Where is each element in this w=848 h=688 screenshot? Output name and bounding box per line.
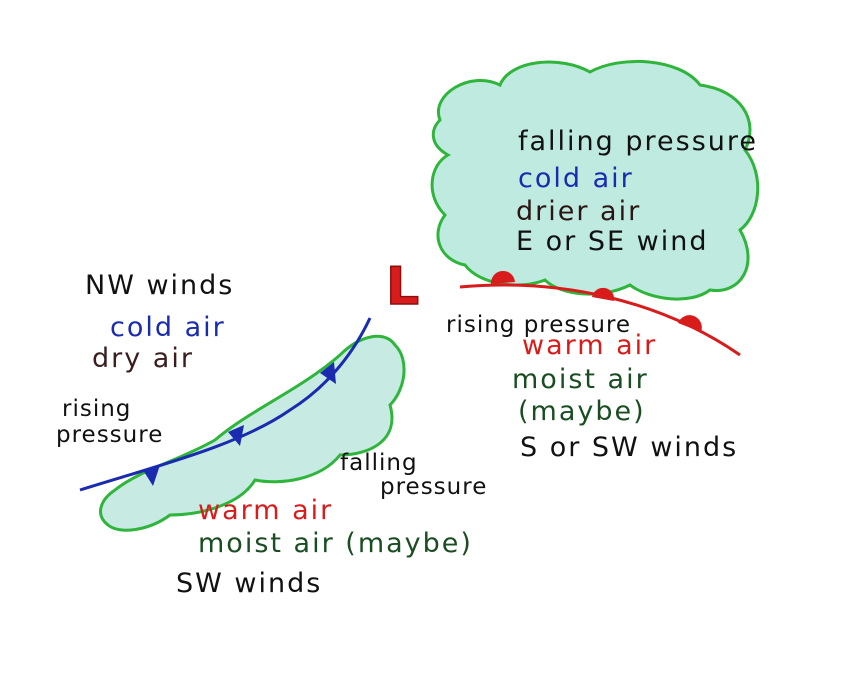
label-dry-air: dry air bbox=[92, 343, 194, 374]
cold-front-triangle-2 bbox=[228, 425, 244, 446]
label-ne-wind: E or SE wind bbox=[516, 226, 709, 257]
label-se-maybe: (maybe) bbox=[518, 396, 646, 427]
label-sw-warm-air: warm air bbox=[198, 495, 334, 526]
label-ne-drier-air: drier air bbox=[516, 196, 642, 227]
northeast-cloud bbox=[430, 59, 760, 301]
label-nw-winds: NW winds bbox=[85, 270, 235, 301]
label-ne-falling-pressure: falling pressure bbox=[518, 126, 759, 157]
label-sw-moist-air: moist air (maybe) bbox=[198, 528, 473, 559]
warm-front-semicircle-2 bbox=[592, 287, 615, 301]
label-sw-falling-2: pressure bbox=[380, 474, 488, 500]
label-ne-cold-air: cold air bbox=[518, 163, 634, 194]
label-sw-falling-1: falling bbox=[340, 450, 418, 476]
label-se-rising-pressure: rising pressure bbox=[446, 312, 632, 338]
warm-sector-cloud bbox=[99, 334, 406, 532]
warm-front-semicircle-3 bbox=[678, 315, 702, 332]
cold-front-triangle-3 bbox=[320, 362, 336, 384]
label-se-moist-air: moist air bbox=[512, 364, 649, 395]
label-west-rising-1: rising bbox=[62, 396, 132, 422]
label-west-cold-air: cold air bbox=[110, 312, 226, 343]
label-sw-winds: SW winds bbox=[176, 568, 323, 599]
label-west-rising-2: pressure bbox=[56, 422, 164, 448]
cold-front-triangle-1 bbox=[143, 465, 160, 486]
warm-front-semicircle-1 bbox=[490, 270, 515, 284]
label-se-warm-air: warm air bbox=[522, 330, 658, 361]
label-se-wind: S or SW winds bbox=[520, 432, 739, 463]
low-pressure-symbol: L bbox=[386, 257, 419, 317]
